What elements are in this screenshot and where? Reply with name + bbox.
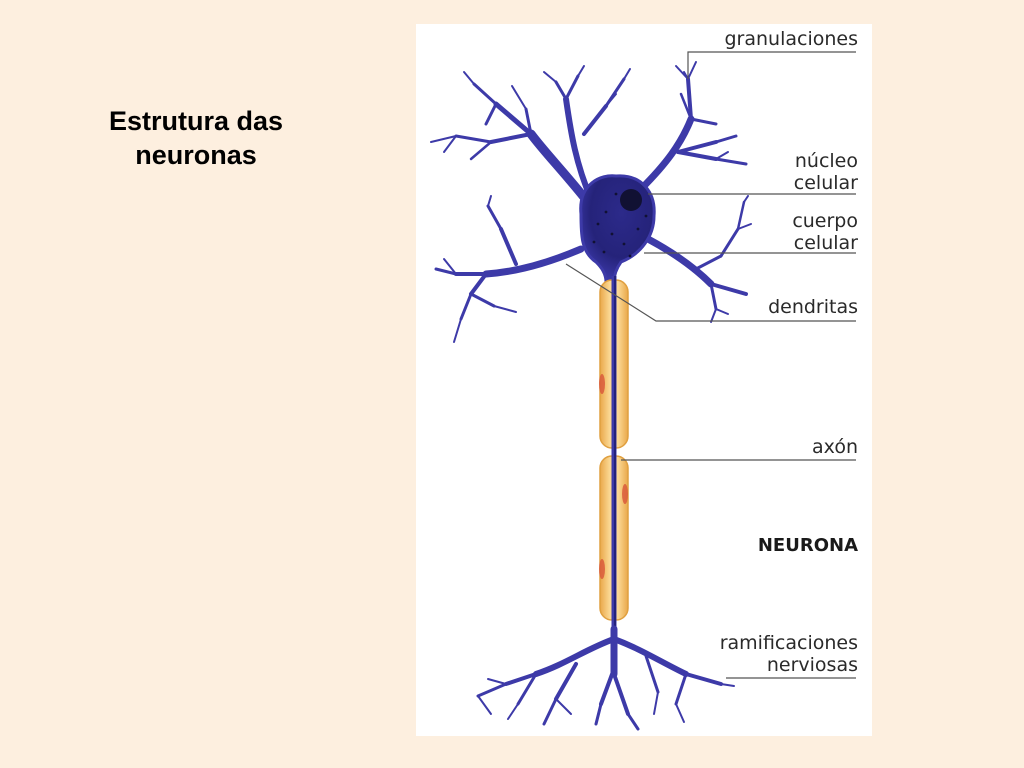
label-neurona-text: NEURONA bbox=[757, 535, 858, 556]
neuron-diagram: granulaciones núcleo celular cuerpo celu… bbox=[416, 24, 872, 736]
dendrites bbox=[430, 61, 752, 343]
label-granulaciones: granulaciones bbox=[724, 28, 858, 50]
label-nucleo-celular: núcleo celular bbox=[794, 150, 858, 194]
label-cuerpo-line-2: celular bbox=[793, 232, 858, 254]
nucleus bbox=[620, 189, 642, 211]
label-cuerpo-celular: cuerpo celular bbox=[792, 210, 858, 254]
label-dendritas-text: dendritas bbox=[768, 296, 858, 318]
label-nucleo-line-1: núcleo bbox=[794, 150, 858, 172]
cell-body bbox=[579, 174, 656, 284]
slide-title: Estrutura das neuronas bbox=[56, 104, 336, 172]
label-ramificaciones-nerviosas: ramificaciones nerviosas bbox=[720, 632, 858, 676]
label-granulaciones-text: granulaciones bbox=[724, 28, 858, 50]
label-ramificaciones-line-1: ramificaciones bbox=[719, 632, 858, 654]
leader-lines bbox=[565, 51, 856, 679]
label-neurona: NEURONA bbox=[758, 535, 858, 557]
slide-title-line-1: Estrutura das bbox=[108, 106, 284, 136]
label-nucleo-line-2: celular bbox=[793, 172, 858, 194]
granules bbox=[592, 192, 648, 258]
label-cuerpo-line-1: cuerpo bbox=[792, 210, 858, 232]
label-axon-text: axón bbox=[812, 436, 858, 458]
label-axon: axón bbox=[812, 436, 858, 458]
axon bbox=[599, 276, 629, 634]
neuron-illustration bbox=[430, 51, 856, 731]
label-ramificaciones-line-2: nerviosas bbox=[766, 654, 858, 676]
terminal-branches bbox=[476, 625, 735, 731]
slide-title-line-2: neuronas bbox=[135, 140, 257, 170]
label-dendritas: dendritas bbox=[768, 296, 858, 318]
